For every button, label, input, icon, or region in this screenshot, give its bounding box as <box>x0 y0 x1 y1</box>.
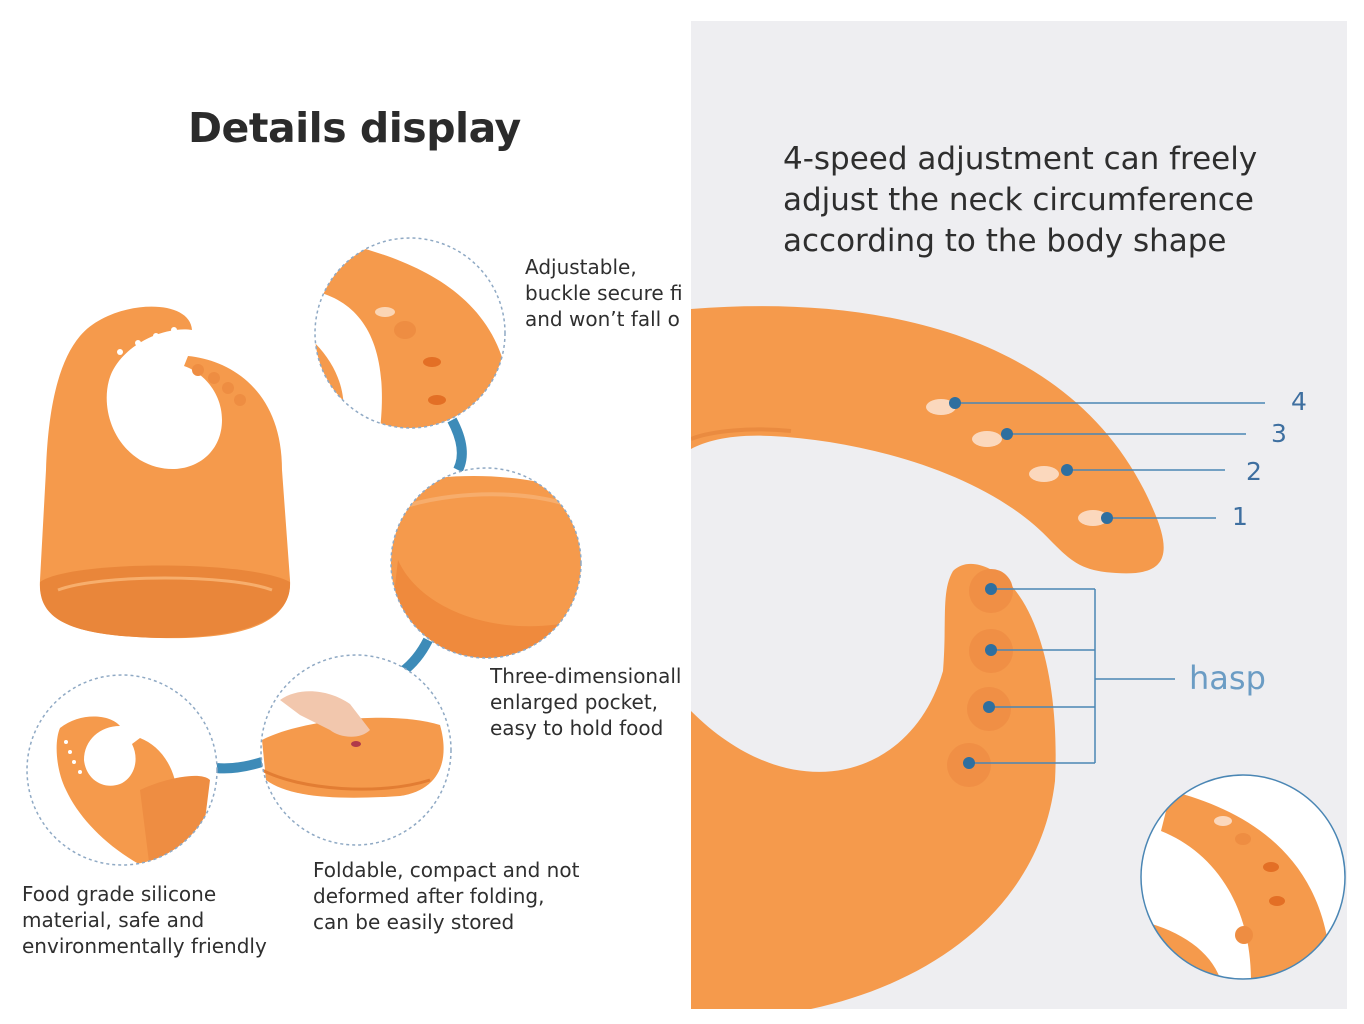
hole-number-4: 4 <box>1291 387 1307 416</box>
hasp-label: hasp <box>1189 659 1266 697</box>
connector-arc <box>447 417 467 473</box>
hole-number-2: 2 <box>1246 457 1262 486</box>
bib-body-with-hasp <box>691 563 1056 1009</box>
zoom-detail-circle <box>1140 774 1346 980</box>
hasp-bracket <box>969 588 1175 764</box>
caption-pocket: Three-dimensionall enlarged pocket, easy… <box>490 664 682 740</box>
adjustment-headline: 4-speed adjustment can freely adjust the… <box>783 141 1258 259</box>
details-display-panel: Details display Adjustable, buckle secur… <box>22 104 683 958</box>
hasp-markers <box>963 583 997 769</box>
hole-leader-lines <box>955 402 1265 519</box>
detail-circle-foldable <box>260 654 452 846</box>
caption-foldable: Foldable, compact and not deformed after… <box>313 858 580 934</box>
connector-arc <box>215 757 264 774</box>
hole-number-1: 1 <box>1232 502 1248 531</box>
detail-circle-material <box>26 674 218 866</box>
bib-strap-with-holes <box>691 306 1164 574</box>
page-title: Details display <box>188 104 521 152</box>
caption-material: Food grade silicone material, safe and e… <box>22 882 267 958</box>
adjustment-illustration <box>691 306 1346 1009</box>
connector-arc <box>398 637 433 676</box>
bib-main-image <box>39 306 291 639</box>
detail-circle-pocket <box>390 467 582 659</box>
detail-circle-buckle <box>314 237 506 429</box>
adjustment-panel: 4-speed adjustment can freely adjust the… <box>691 21 1347 1009</box>
caption-buckle: Adjustable, buckle secure fi and won’t f… <box>525 255 683 331</box>
hole-markers <box>949 397 1113 524</box>
details-illustration <box>26 237 582 866</box>
hole-number-3: 3 <box>1271 419 1287 448</box>
